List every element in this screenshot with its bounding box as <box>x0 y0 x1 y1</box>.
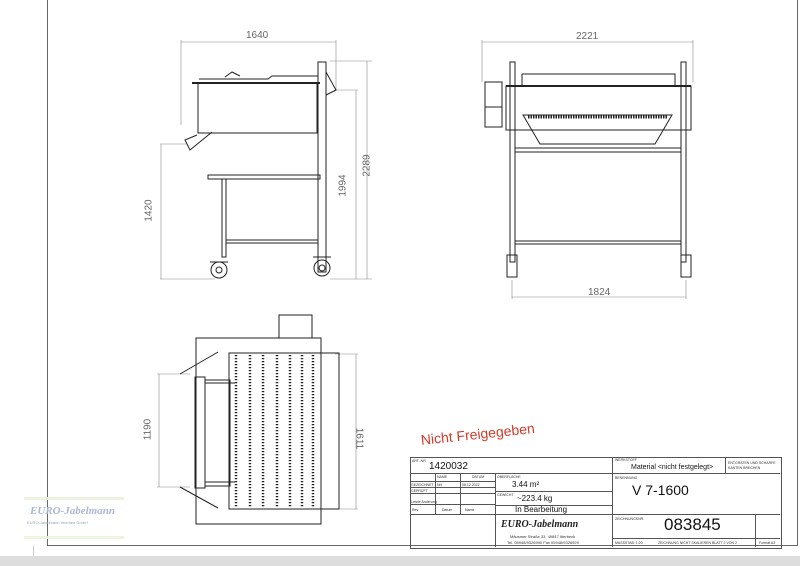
front-dimension-lines <box>481 40 694 299</box>
blatt: BLATT 2 VON 2 <box>712 541 737 545</box>
dim-front-wheelbase: 1824 <box>588 287 611 298</box>
dim-front-width: 2221 <box>576 31 599 42</box>
castor-wheel-icon <box>313 259 331 277</box>
side-view <box>160 40 372 280</box>
name2-label: Name <box>465 508 475 512</box>
castor-wheel-icon <box>210 261 228 279</box>
top-view <box>157 314 358 525</box>
benennung-label: BENENNUNG <box>615 476 638 480</box>
corner-logo-subtitle: EURO-Jabelmann Veertien GmbH <box>27 520 88 525</box>
datum2-label: Datum <box>442 508 453 512</box>
corner-logo <box>24 497 124 539</box>
werkstoff-value: Material <nicht festgelegt> <box>631 464 714 471</box>
dim-top-length: 1190 <box>142 418 154 441</box>
dim-side-height-total: 2289 <box>361 154 373 177</box>
title-block-rule <box>612 457 613 547</box>
title-block-rule <box>612 538 780 539</box>
side-dimension-lines <box>160 40 372 280</box>
company-logo: EURO-Jabelmann <box>501 519 579 530</box>
rev-label: Rev <box>412 508 419 512</box>
title-block-rule <box>495 473 496 547</box>
art-nr: 1420032 <box>429 461 468 472</box>
format: Format A3 <box>759 541 776 545</box>
zeichnungsnr-value: 083845 <box>664 515 721 534</box>
status-value: In Bearbeitung <box>515 505 568 514</box>
gewicht-value: ~223.4 kg <box>517 494 553 503</box>
company-phone: Tel. 05948/9326990 Fax 05948/9326929 <box>507 540 579 545</box>
dim-side-height-table: 1420 <box>143 199 155 222</box>
gezeichnet-datum: 08.12.2022 <box>462 483 480 487</box>
title-block-rule <box>725 457 726 473</box>
gewicht-label: GEWICHT <box>497 493 514 497</box>
massstab: MASSSTAB: 1:20 <box>615 541 643 545</box>
skalieren-note: ZEICHNUNG NICHT SKALIEREN <box>658 541 712 545</box>
title-block-rule <box>410 514 780 515</box>
company-address: Mäusmer Straße 33, 49847 Itterbeck <box>510 534 576 539</box>
datum-label: DATUM <box>472 475 485 479</box>
benennung-value: V 7-1600 <box>632 482 689 498</box>
title-block-rule <box>410 481 495 482</box>
dim-top-width: 1611 <box>353 427 365 450</box>
divider <box>33 546 34 556</box>
werkstoff-label: WERKSTOFF <box>615 458 637 462</box>
title-block-rule <box>612 473 780 474</box>
note: ENTGRATEN UND SCHARFE KANTEN BRECHEN <box>728 461 776 470</box>
front-view <box>481 40 694 299</box>
geprueft-label: GEPRÜFT <box>411 489 428 493</box>
oberflaeche-value: 3.44 m² <box>512 480 540 489</box>
zeichnungsnr-label: ZEICHNUNGSNR. <box>615 517 645 521</box>
drawing-frame <box>47 0 798 546</box>
title-block-rule <box>495 491 612 492</box>
art-nr-label: ART.-NR <box>412 459 426 463</box>
dim-side-height-inner: 1994 <box>337 174 349 197</box>
top-dimension-lines <box>157 353 358 510</box>
dim-side-width: 1640 <box>246 30 269 41</box>
bottom-scrollbar[interactable] <box>0 556 800 566</box>
title-block-rule <box>410 504 495 505</box>
title-block-rule <box>495 505 612 506</box>
conveyor-slats <box>234 355 315 508</box>
title-block-rule <box>410 473 612 474</box>
gezeichnet-name: NH <box>437 483 443 487</box>
title-block-rule <box>755 514 756 547</box>
letzte-aenderung-label: Letzte Änderung <box>411 500 437 504</box>
name-label: NAME <box>437 475 448 479</box>
corner-logo-name: EURO-Jabelmann <box>30 505 115 517</box>
title-block-rule <box>410 493 495 494</box>
oberflaeche-label: OBERFLÄCHE <box>497 475 521 479</box>
gezeichnet-label: GEZEICHNET <box>411 483 434 487</box>
title-block-border <box>410 457 782 549</box>
title-block-rule <box>410 487 495 488</box>
